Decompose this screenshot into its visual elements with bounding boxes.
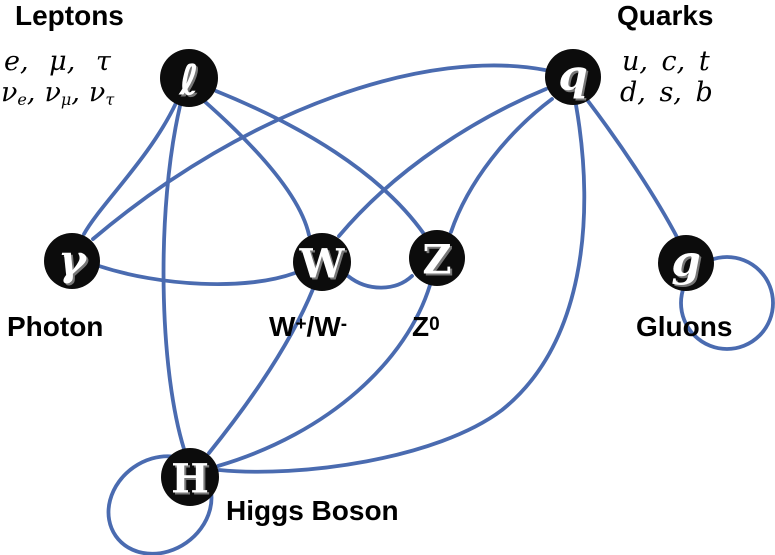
edge-W-Z xyxy=(346,274,414,290)
node-photon-glyph: γ xyxy=(58,236,88,285)
edge-l-H xyxy=(161,104,186,451)
node-photon xyxy=(44,233,100,289)
leptons-group-title: Leptons xyxy=(15,0,124,31)
edge-l-Z xyxy=(214,89,426,236)
z-boson-label: Z0 xyxy=(412,311,440,342)
node-quark xyxy=(545,49,601,105)
node-higgs xyxy=(161,448,219,506)
edge-q-W xyxy=(337,87,548,238)
node-z-boson xyxy=(409,230,465,286)
edge-q-Z xyxy=(449,97,554,234)
edge-gamma-W xyxy=(97,264,297,286)
node-quark-glyph: q xyxy=(558,51,587,100)
node-lepton xyxy=(160,49,218,107)
edge-q-H xyxy=(217,103,587,474)
lepton-flavors-list: e, μ, τ xyxy=(4,46,111,77)
edge-l-gamma xyxy=(82,101,178,236)
node-gluon xyxy=(658,235,714,291)
w-boson-label: W+/W- xyxy=(269,311,348,342)
lepton-neutrinos-list: νe,νμ,ντ xyxy=(1,77,115,109)
node-gluon-glyph: g xyxy=(671,237,700,286)
edge-q-gamma xyxy=(91,63,547,241)
photon-label: Photon xyxy=(7,311,104,342)
quarks-group-title: Quarks xyxy=(617,0,714,31)
quark-flavors-down-list: d, s, b xyxy=(620,77,713,108)
node-w-boson xyxy=(293,233,351,291)
node-lepton-glyph: ℓ xyxy=(178,56,199,105)
edge-q-g xyxy=(586,99,680,241)
quark-flavors-up-list: u, c, t xyxy=(622,46,710,77)
gluons-label: Gluons xyxy=(636,311,733,342)
higgs-boson-label: Higgs Boson xyxy=(226,495,399,526)
edge-Z-H xyxy=(216,283,432,468)
edge-l-W xyxy=(201,98,311,237)
self-loop-g xyxy=(679,255,775,351)
node-higgs-glyph: H xyxy=(171,456,209,503)
node-w-boson-glyph: W xyxy=(299,241,346,288)
node-z-boson-glyph: Z xyxy=(422,237,451,284)
edge-W-H xyxy=(207,287,315,455)
